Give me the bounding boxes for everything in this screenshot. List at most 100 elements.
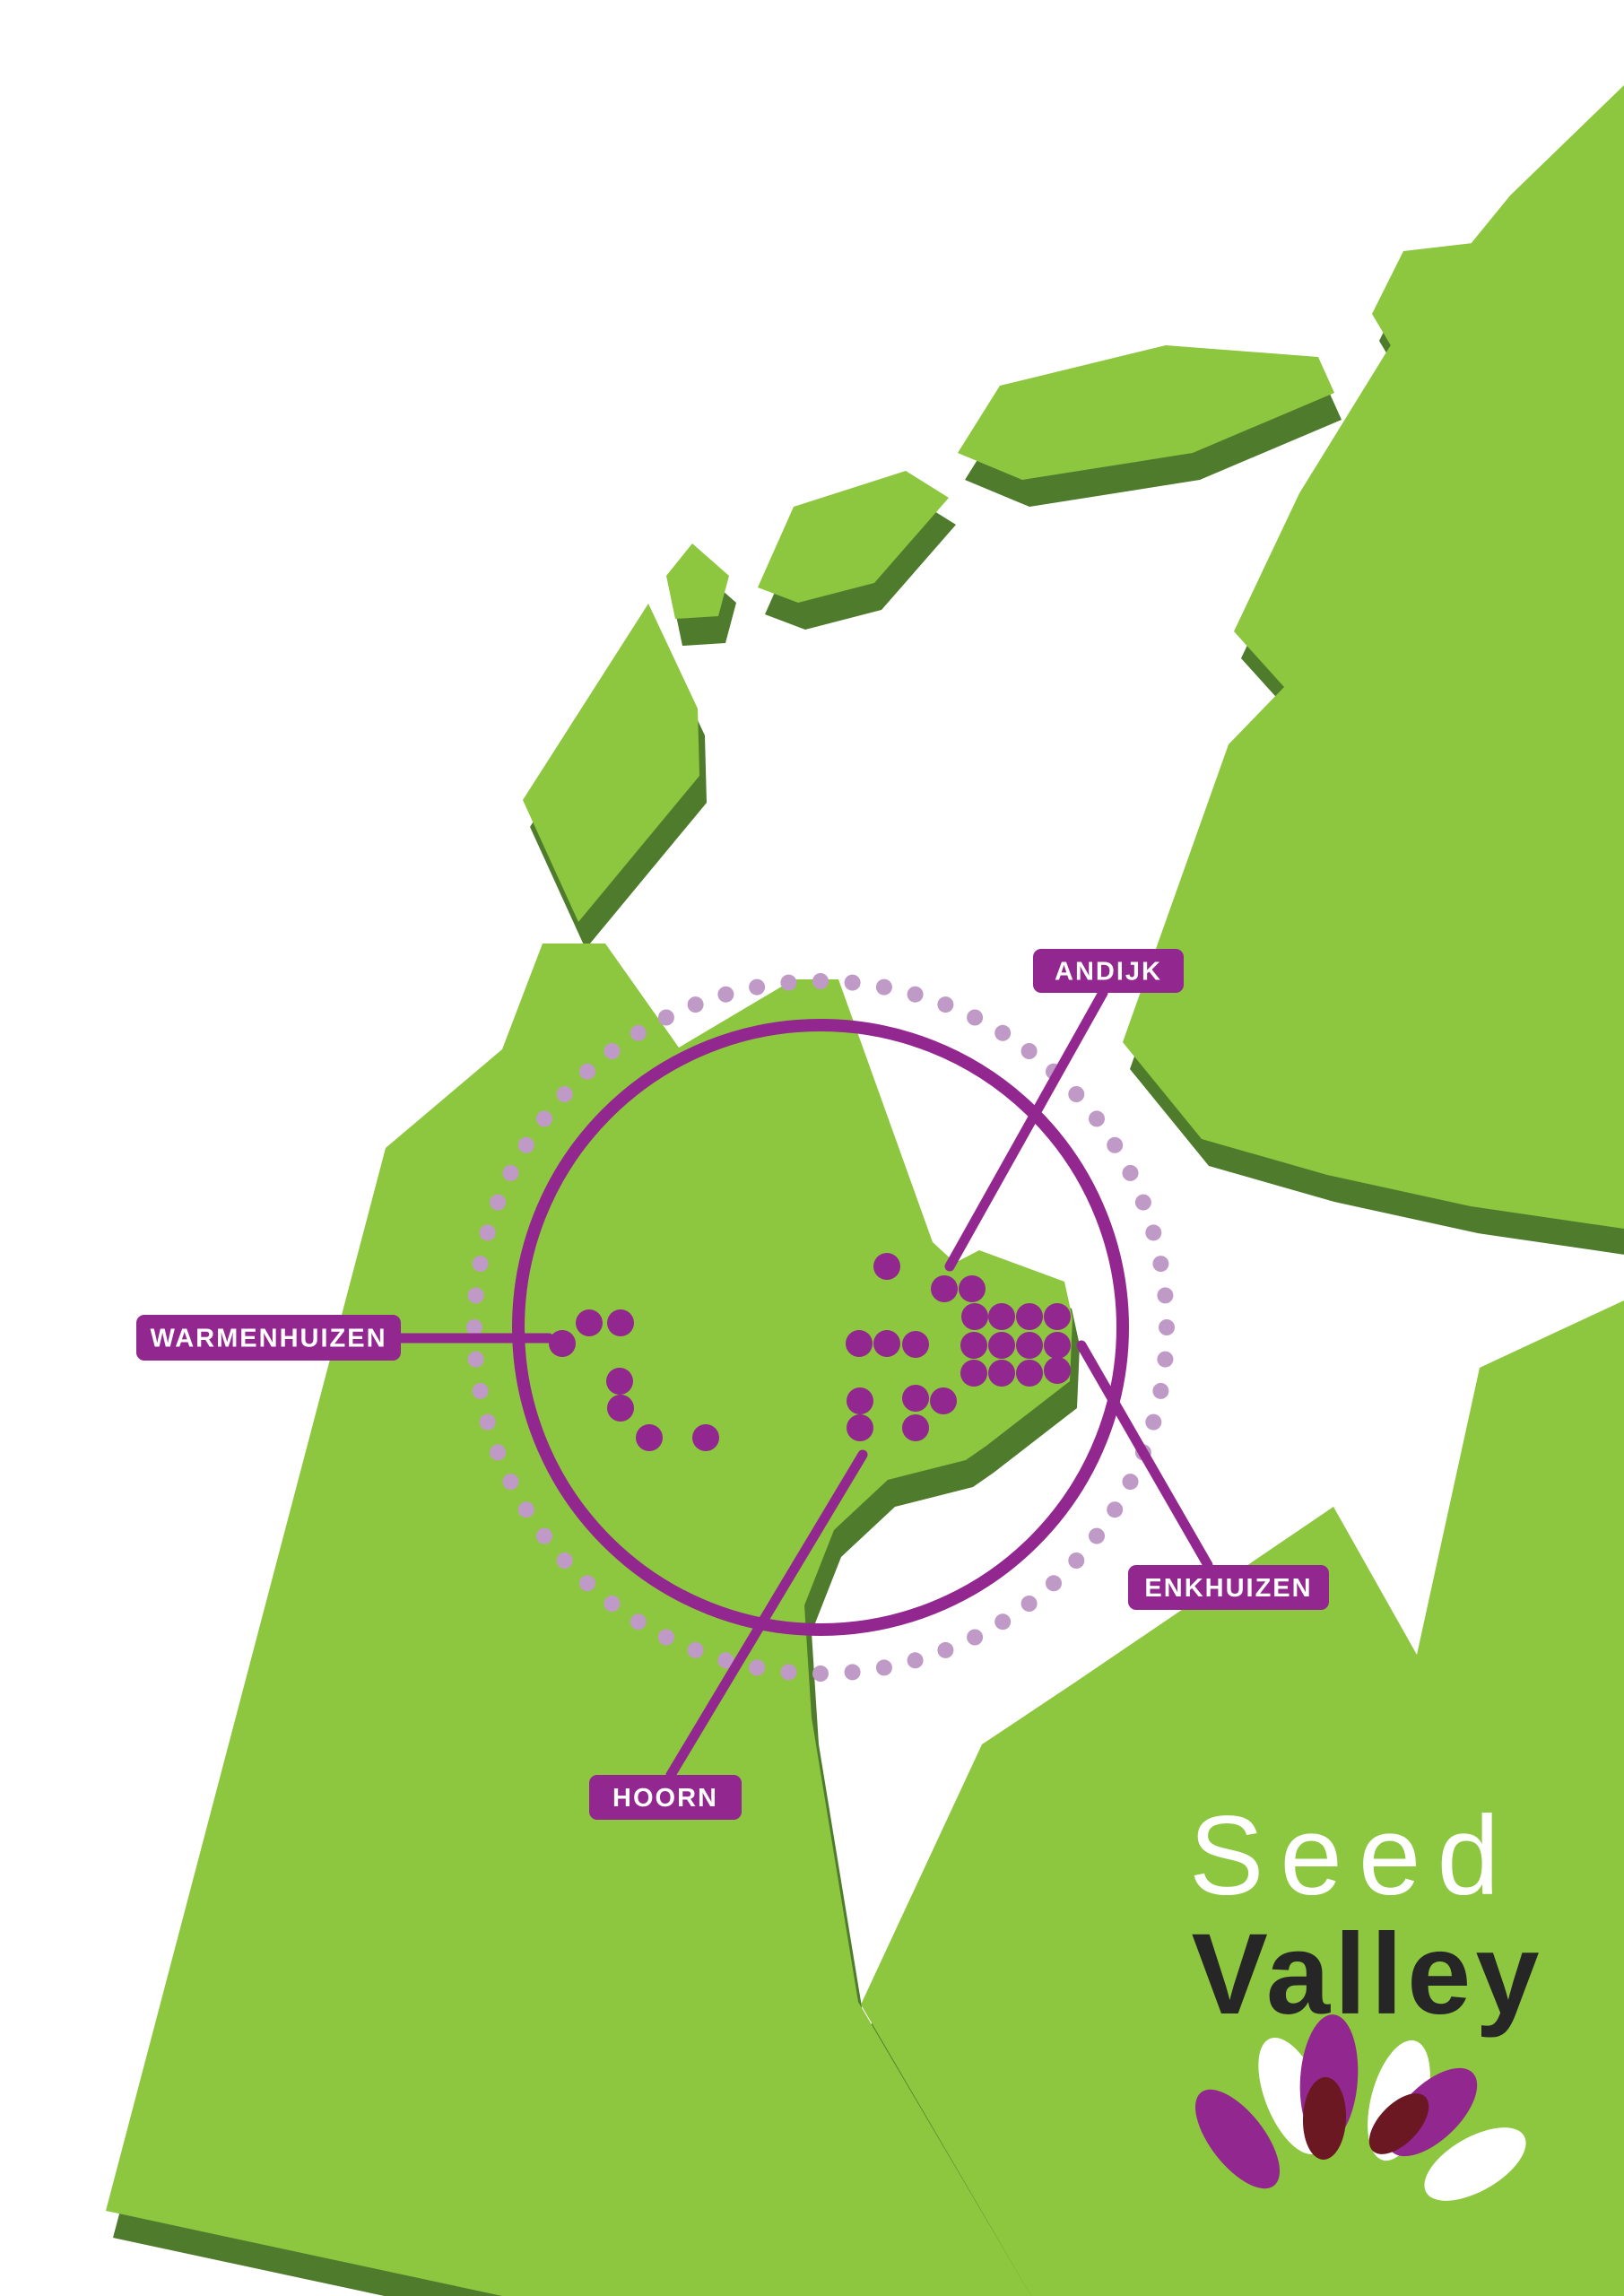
ring-dot — [967, 1009, 984, 1026]
ring-dot — [502, 1164, 519, 1181]
enkhuizen-label-box — [1128, 1565, 1329, 1610]
ring-dot — [1089, 1527, 1105, 1544]
company-dot — [606, 1368, 633, 1395]
company-dot — [1016, 1360, 1043, 1387]
enkhuizen-label-text: ENKHUIZEN — [1144, 1574, 1312, 1603]
company-dot — [607, 1309, 634, 1336]
company-dot — [549, 1330, 576, 1357]
ring-dot — [812, 1665, 829, 1682]
ring-dot — [749, 978, 766, 996]
enkhuizen-leader-line — [1076, 1340, 1213, 1570]
company-dot — [846, 1330, 873, 1357]
ring-dot — [937, 996, 954, 1013]
ring-dot — [994, 1024, 1012, 1041]
hoorn-label-box — [589, 1775, 742, 1820]
company-dot — [692, 1424, 719, 1451]
company-dot — [959, 1275, 986, 1302]
town-label-andijk: ANDIJK — [1033, 949, 1184, 993]
company-dot — [931, 1275, 958, 1302]
ring-dot — [1122, 1474, 1139, 1491]
ring-dot — [579, 1063, 595, 1080]
ring-dot — [812, 973, 829, 989]
logo-petal-overlap — [1302, 2077, 1347, 2160]
company-dot — [902, 1385, 929, 1412]
ring-dot — [1145, 1224, 1162, 1241]
ring-dot — [1107, 1136, 1124, 1153]
ring-dot — [1122, 1164, 1139, 1181]
wadden-island-vlieland — [666, 544, 729, 619]
north-holland-peninsula — [106, 944, 1073, 2296]
ring-dot — [657, 1009, 674, 1026]
company-dot — [988, 1332, 1015, 1359]
company-dot — [1016, 1303, 1043, 1330]
ring-dot — [875, 978, 892, 996]
logo-word-valley: Valley — [1192, 1910, 1544, 2039]
friesland — [1123, 85, 1624, 1229]
company-dot — [960, 1332, 987, 1359]
ring-dot — [467, 1287, 484, 1304]
town-labels: WARMENHUIZEN ANDIJK ENKHUIZEN HOORN — [136, 949, 1329, 1820]
ring-dot — [1046, 1575, 1062, 1592]
ring-dot — [687, 1641, 704, 1658]
ring-dot — [1157, 1351, 1174, 1368]
logo-petal-white — [1424, 2127, 1526, 2201]
ring-dot — [502, 1474, 519, 1491]
ring-dot — [1068, 1552, 1085, 1569]
ring-dot — [1152, 1382, 1169, 1399]
company-dot — [873, 1253, 900, 1280]
town-label-enkhuizen: ENKHUIZEN — [1128, 1565, 1329, 1610]
company-dot — [1044, 1303, 1071, 1330]
ring-dot — [717, 1652, 734, 1669]
company-dot — [930, 1387, 957, 1414]
hoorn-label-text: HOORN — [612, 1784, 718, 1813]
ring-dot — [844, 974, 861, 991]
ring-dot — [472, 1256, 489, 1273]
ring-dot — [937, 1641, 954, 1658]
ring-dot — [579, 1575, 595, 1592]
ring-dot — [466, 1319, 482, 1335]
company-dot — [847, 1414, 873, 1441]
ring-dot — [844, 1664, 861, 1681]
ring-dot — [875, 1659, 892, 1676]
wadden-island-terschelling — [958, 345, 1334, 480]
wadden-island-texel — [523, 604, 699, 922]
ring-dot — [490, 1194, 507, 1211]
ring-dot — [1157, 1287, 1174, 1304]
andijk-label-box — [1033, 949, 1184, 993]
company-dot — [607, 1395, 634, 1422]
company-dot — [636, 1424, 663, 1451]
ring-dot — [479, 1224, 496, 1241]
ring-dot — [630, 1613, 647, 1631]
company-dot — [902, 1331, 929, 1358]
ring-dot — [717, 986, 734, 1003]
ring-dot — [536, 1527, 552, 1544]
company-dot — [988, 1360, 1015, 1387]
ring-dot — [1089, 1110, 1105, 1127]
ring-dot — [1020, 1043, 1038, 1059]
ring-dot — [1020, 1596, 1038, 1612]
land-layer — [106, 85, 1624, 2296]
company-dots — [549, 1253, 1071, 1451]
ring-dot — [472, 1382, 489, 1399]
ring-dot — [1068, 1086, 1085, 1102]
flevoland-south-shore — [861, 1300, 1624, 2296]
ring-dot — [556, 1552, 573, 1569]
ring-dot — [967, 1629, 984, 1646]
company-dot — [873, 1330, 900, 1357]
ring-dot — [517, 1136, 534, 1153]
ring-dot — [1159, 1319, 1175, 1335]
ring-dot — [604, 1043, 621, 1059]
ring-dot — [467, 1351, 484, 1368]
warmenhuizen-label-text: WARMENHUIZEN — [150, 1325, 386, 1353]
region-circle — [512, 1019, 1129, 1636]
warmenhuizen-label-box — [136, 1315, 401, 1361]
company-dot — [576, 1309, 603, 1336]
ring-dot — [604, 1596, 621, 1612]
ring-dot — [1152, 1256, 1169, 1273]
ring-dot — [536, 1110, 552, 1127]
company-dot — [847, 1387, 873, 1414]
ring-dot — [556, 1086, 573, 1102]
logo-word-seed: Seed — [1189, 1794, 1515, 1918]
company-dot — [960, 1360, 987, 1387]
